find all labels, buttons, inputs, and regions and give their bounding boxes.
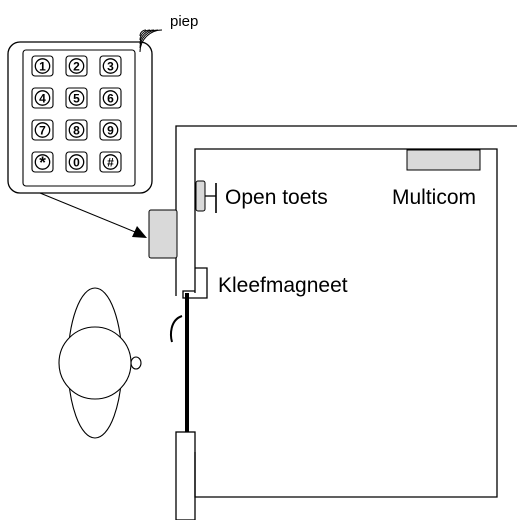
maglock-label: Kleefmagneet	[218, 274, 348, 297]
keypad-key-label: 6	[107, 92, 114, 106]
keypad-key-label: 1	[39, 60, 46, 74]
keypad-key-label: 9	[107, 124, 114, 138]
keypad-key-circle	[68, 122, 85, 138]
keypad-key-label: 8	[73, 124, 80, 138]
multicom-label: Multicom	[392, 186, 476, 209]
keypad-key-circle	[68, 58, 85, 74]
keypad-key-label: 0	[73, 156, 80, 170]
keypad-key: 5	[65, 87, 88, 109]
open-button-label: Open toets	[225, 186, 328, 209]
multicom-controller	[406, 149, 481, 171]
keypad-key-circle	[34, 154, 51, 170]
keypad-key-circle	[34, 90, 51, 106]
beep-label: piep	[170, 13, 198, 30]
keypad-key-circle	[68, 90, 85, 106]
door-handle	[170, 315, 183, 343]
magnetic-lock	[182, 267, 208, 299]
person-topview-icon	[58, 287, 142, 439]
keypad-key: 0	[65, 151, 88, 173]
open-button	[195, 180, 217, 213]
keypad-key: 7	[31, 119, 54, 141]
keypad-key-label: 5	[73, 92, 80, 106]
keypad: 1 2 3 4 5 6 7 8 9 * 0 #	[7, 41, 153, 194]
keypad-reader-housing	[148, 209, 178, 259]
arrow-head	[132, 226, 147, 238]
keypad-key-circle	[102, 58, 119, 74]
keypad-key-label: 3	[107, 60, 114, 74]
keypad-key: 8	[65, 119, 88, 141]
sound-waves-icon	[139, 29, 163, 53]
keypad-key-circle	[68, 154, 85, 170]
person-head	[58, 326, 132, 400]
keypad-key-label: #	[107, 156, 114, 170]
keypad-key: 1	[31, 55, 54, 77]
keypad-key: 6	[99, 87, 122, 109]
keypad-key: 9	[99, 119, 122, 141]
keypad-key-circle	[102, 90, 119, 106]
keypad-key: 4	[31, 87, 54, 109]
keypad-key: 2	[65, 55, 88, 77]
keypad-key-circle	[102, 122, 119, 138]
arrow-line	[39, 192, 141, 235]
keypad-key-circle	[34, 122, 51, 138]
door-frame-post	[175, 431, 196, 520]
keypad-key: 3	[99, 55, 122, 77]
keypad-key: #	[99, 151, 122, 173]
keypad-key-circle	[34, 58, 51, 74]
keypad-key-label: 2	[73, 60, 80, 74]
person-nose	[130, 356, 142, 370]
keypad-key-label: *	[39, 153, 46, 172]
keypad-key-label: 4	[39, 92, 46, 106]
keypad-key-circle	[102, 154, 119, 170]
keypad-key-label: 7	[39, 124, 46, 138]
keypad-key: *	[31, 151, 54, 173]
